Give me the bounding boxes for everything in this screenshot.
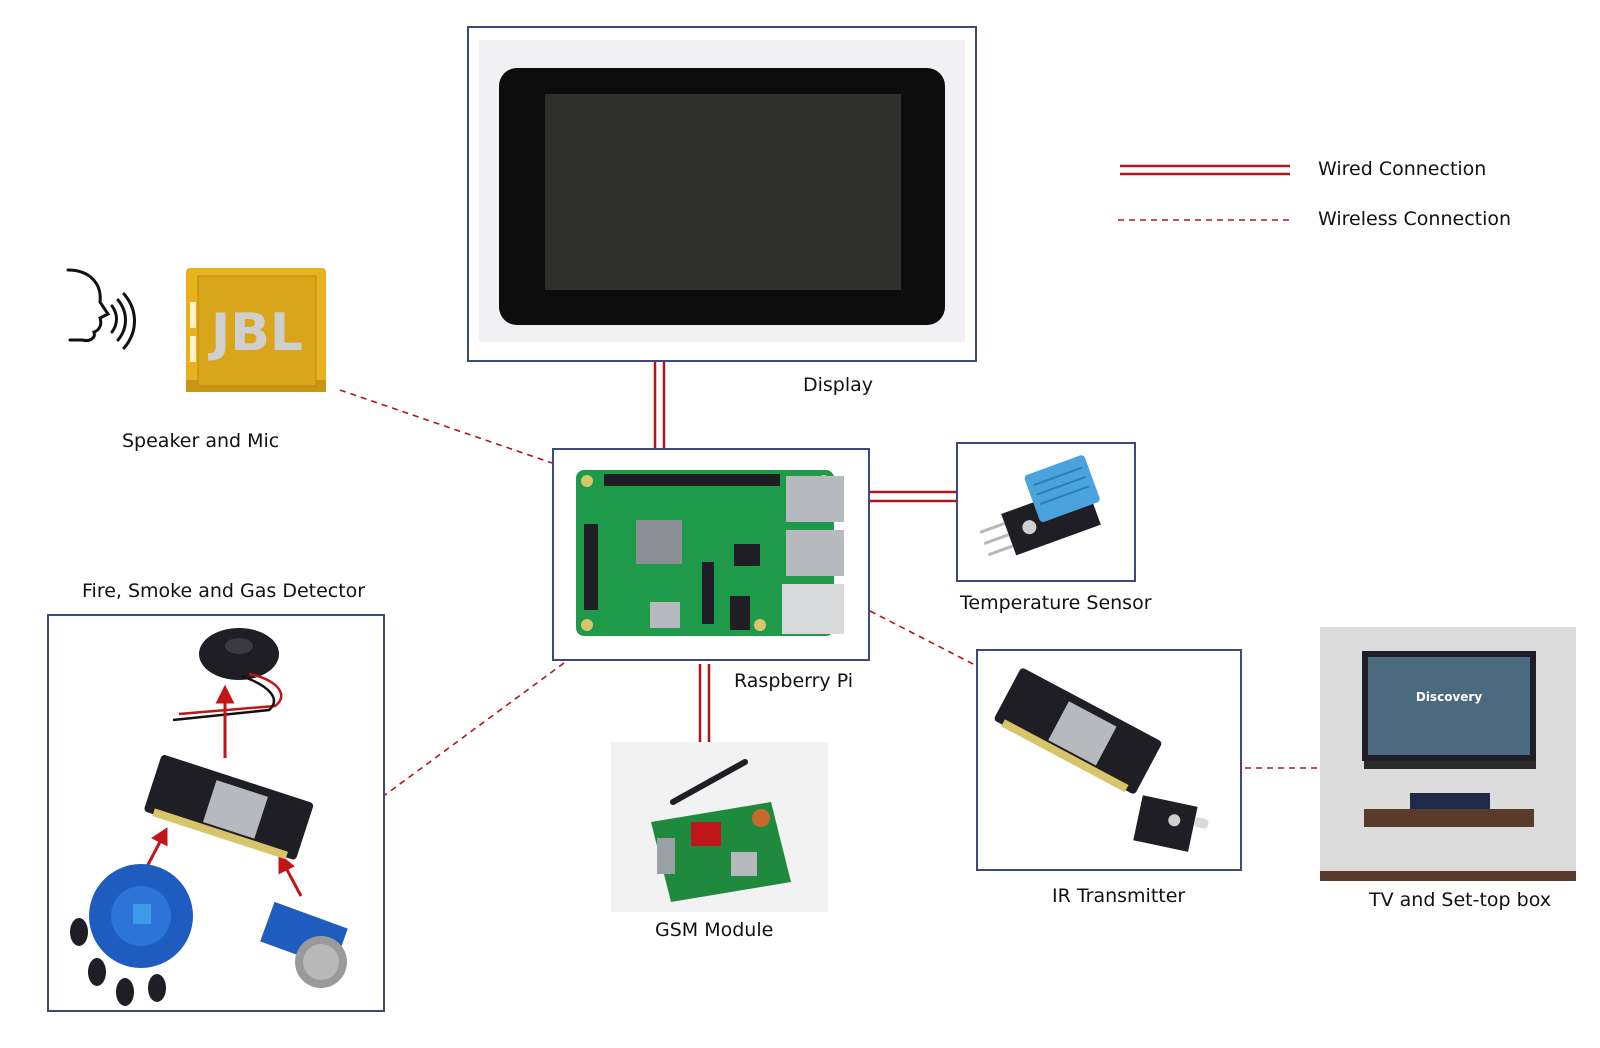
- wired-line-display-pi: [653, 362, 666, 451]
- speaker-illustration: JBL: [60, 262, 350, 412]
- display-label: Display: [803, 374, 874, 396]
- legend-wired-label: Wired Connection: [1318, 158, 1487, 180]
- legend-wired-sample: [1120, 164, 1290, 176]
- ir-transmitter-label: IR Transmitter: [1052, 885, 1186, 907]
- speaker-label: Speaker and Mic: [122, 430, 280, 452]
- buzzer: [172, 628, 283, 722]
- temperature-sensor-box: [956, 442, 1136, 582]
- temperature-sensor-image: [979, 455, 1101, 557]
- wireless-line-pi-fire: [384, 662, 565, 796]
- wired-line-pi-temperature: [870, 490, 960, 503]
- svg-text:JBL: JBL: [208, 303, 303, 363]
- gsm-module-image: [611, 742, 828, 912]
- ir-transmitter-image: [994, 668, 1209, 852]
- fire-detector-label: Fire, Smoke and Gas Detector: [82, 580, 366, 602]
- wireless-line-pi-ir: [869, 610, 978, 667]
- svg-text:Discovery: Discovery: [1416, 690, 1482, 704]
- jbl-speaker: JBL: [186, 268, 326, 392]
- display-box: [467, 26, 977, 362]
- display-image: [479, 40, 965, 342]
- raspberry-pi-label: Raspberry Pi: [734, 670, 854, 692]
- gas-sensor: [260, 901, 348, 988]
- tv-label: TV and Set-top box: [1369, 889, 1552, 911]
- wireless-line-speaker-pi: [339, 389, 556, 465]
- wired-line-pi-gsm: [698, 664, 711, 744]
- flame-sensor: [70, 864, 193, 1006]
- temperature-sensor-label: Temperature Sensor: [960, 592, 1152, 614]
- legend-wireless-label: Wireless Connection: [1318, 208, 1512, 230]
- gsm-module-label: GSM Module: [655, 919, 774, 941]
- tv-image: Discovery: [1320, 627, 1576, 881]
- nodemcu-board: [144, 755, 314, 860]
- raspberry-pi-image: [576, 470, 844, 636]
- raspberry-pi-box: [552, 448, 870, 661]
- fire-detector-image: [70, 628, 348, 1006]
- ir-transmitter-box: [976, 649, 1242, 871]
- speaking-face-icon: [66, 268, 136, 350]
- fire-detector-box: [47, 614, 385, 1012]
